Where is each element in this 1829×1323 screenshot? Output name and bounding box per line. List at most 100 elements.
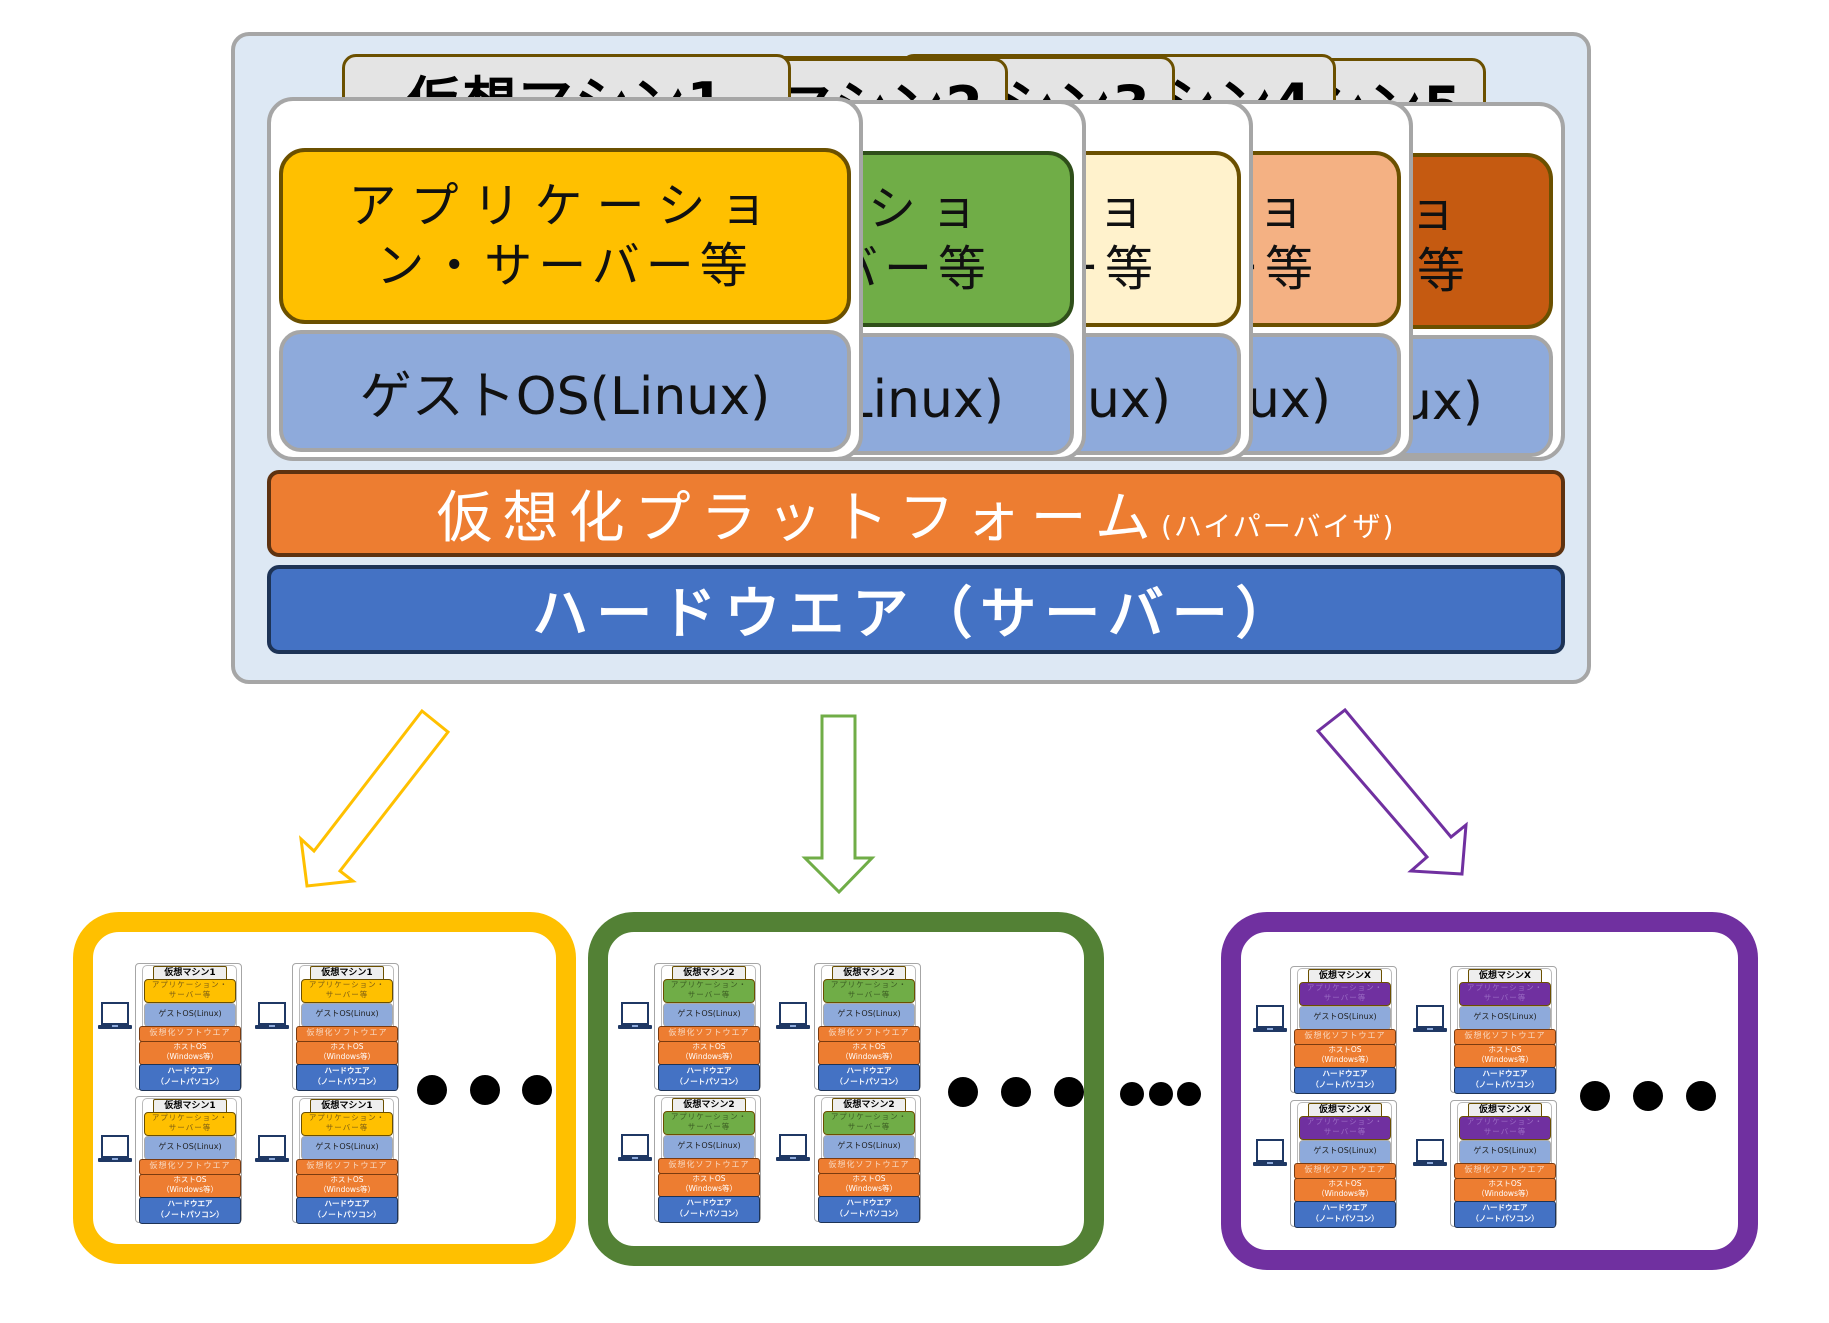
mini-app-line1: アプリケーション・ bbox=[830, 1112, 908, 1121]
arrow-green bbox=[801, 714, 876, 895]
mini-host-os: ホストOS（Windows等） bbox=[1294, 1178, 1396, 1202]
more-ellipsis-dot bbox=[522, 1075, 552, 1105]
mini-host-os: ホストOS（Windows等） bbox=[139, 1041, 241, 1065]
mini-app-layer: アプリケーション・サーバー等 bbox=[1459, 982, 1551, 1006]
mini-host-os: ホストOS（Windows等） bbox=[818, 1173, 920, 1197]
mini-virt-software: 仮想化ソフトウエア bbox=[1294, 1163, 1396, 1179]
mini-app-line2: サーバー等 bbox=[1323, 993, 1367, 1002]
hypervisor-sublabel: (ハイパーバイザ) bbox=[1160, 509, 1396, 543]
mini-app-line1: アプリケーション・ bbox=[308, 980, 386, 989]
vm-app-text-line2: ン・サーバー等 bbox=[376, 238, 754, 294]
hypervisor-label: 仮想化プラットフォーム bbox=[436, 486, 1161, 551]
vm-guest-os-layer: ゲストOS(Linux) bbox=[279, 330, 851, 452]
mini-host-os-line2: （Windows等） bbox=[681, 1184, 737, 1193]
ellipsis-dot bbox=[1177, 1082, 1201, 1106]
mini-hardware: ハードウエア（ノートパソコン） bbox=[296, 1064, 398, 1091]
mini-app-layer: アプリケーション・サーバー等 bbox=[663, 1111, 755, 1135]
mini-hardware-line1: ハードウエア bbox=[846, 1066, 892, 1075]
mini-host-os-line1: ホストOS bbox=[330, 1175, 364, 1184]
mini-vm-label: 仮想マシン2 bbox=[672, 966, 746, 981]
mini-host-os-line2: （Windows等） bbox=[681, 1052, 737, 1061]
mini-host-os-line1: ホストOS bbox=[173, 1042, 207, 1051]
mini-virt-software: 仮想化ソフトウエア bbox=[1294, 1029, 1396, 1045]
mini-app-layer: アプリケーション・サーバー等 bbox=[663, 979, 755, 1003]
laptop-icon bbox=[255, 1135, 289, 1162]
mini-app-line2: サーバー等 bbox=[687, 1122, 731, 1131]
more-ellipsis-dot bbox=[417, 1075, 447, 1105]
mini-virt-software: 仮想化ソフトウエア bbox=[139, 1026, 241, 1042]
laptop-icon bbox=[98, 1135, 132, 1162]
mini-host-os-line1: ホストOS bbox=[692, 1042, 726, 1051]
mini-virt-software: 仮想化ソフトウエア bbox=[818, 1026, 920, 1042]
mini-hardware-line2: （ノートパソコン） bbox=[313, 1077, 381, 1086]
more-ellipsis-dot bbox=[948, 1077, 978, 1107]
mini-hardware-line1: ハードウエア bbox=[686, 1066, 732, 1075]
mini-virt-software: 仮想化ソフトウエア bbox=[139, 1159, 241, 1175]
mini-hardware-line1: ハードウエア bbox=[167, 1199, 213, 1208]
mini-app-line2: サーバー等 bbox=[1483, 1127, 1527, 1136]
mini-host-os-line1: ホストOS bbox=[692, 1174, 726, 1183]
vm-application-layer: アプリケーション・サーバー等 bbox=[279, 148, 851, 324]
mini-hardware-line2: （ノートパソコン） bbox=[1471, 1080, 1539, 1089]
mini-app-line2: サーバー等 bbox=[325, 1123, 369, 1132]
mini-host-os: ホストOS（Windows等） bbox=[818, 1041, 920, 1065]
mini-hardware-line1: ハードウエア bbox=[1322, 1069, 1368, 1078]
mini-host-os-line2: （Windows等） bbox=[319, 1052, 375, 1061]
laptop-icon bbox=[1413, 1005, 1447, 1032]
arrow-yellow bbox=[298, 708, 451, 888]
mini-hardware-line1: ハードウエア bbox=[1322, 1203, 1368, 1212]
mini-hardware-line2: （ノートパソコン） bbox=[313, 1210, 381, 1219]
mini-host-os-line2: （Windows等） bbox=[1317, 1055, 1373, 1064]
mini-guest-os: ゲストOS(Linux) bbox=[663, 1003, 755, 1027]
ellipsis-dot bbox=[1120, 1082, 1144, 1106]
mini-hardware-line1: ハードウエア bbox=[324, 1199, 370, 1208]
mini-host-os-line1: ホストOS bbox=[1488, 1179, 1522, 1188]
mini-guest-os: ゲストOS(Linux) bbox=[301, 1136, 393, 1160]
mini-guest-os: ゲストOS(Linux) bbox=[1299, 1006, 1391, 1030]
more-ellipsis-dot bbox=[1580, 1081, 1610, 1111]
mini-hardware: ハードウエア （ノートパソコン） bbox=[1454, 1201, 1556, 1228]
mini-virt-software: 仮想化ソフトウエア bbox=[1454, 1163, 1556, 1179]
mini-hardware: ハードウエア（ノートパソコン） bbox=[139, 1197, 241, 1224]
mini-hardware: ハードウエア（ノートパソコン） bbox=[139, 1064, 241, 1091]
mini-app-line1: アプリケーション・ bbox=[670, 980, 748, 989]
mini-app-line1: アプリケーション・ bbox=[1306, 983, 1384, 992]
mini-host-os-line2: （Windows等） bbox=[162, 1052, 218, 1061]
mini-host-os-line2: （Windows等） bbox=[162, 1185, 218, 1194]
laptop-icon bbox=[618, 1002, 652, 1029]
mini-app-layer: アプリケーション・サーバー等 bbox=[144, 979, 236, 1003]
mini-hardware-line1: ハードウエア bbox=[1482, 1203, 1528, 1212]
mini-host-os-line2: （Windows等） bbox=[841, 1184, 897, 1193]
mini-hardware-line2: （ノートパソコン） bbox=[1311, 1080, 1379, 1089]
more-ellipsis-dot bbox=[1001, 1077, 1031, 1107]
mini-host-os-line2: （Windows等） bbox=[841, 1052, 897, 1061]
mini-app-line1: アプリケーション・ bbox=[308, 1113, 386, 1122]
hardware-layer: ハードウエア（サーバー） bbox=[267, 565, 1565, 654]
mini-app-layer: アプリケーション・サーバー等 bbox=[144, 1112, 236, 1136]
mini-app-line2: サーバー等 bbox=[847, 990, 891, 999]
mini-host-os-line2: （Windows等） bbox=[1317, 1189, 1373, 1198]
mini-app-line2: サーバー等 bbox=[1323, 1127, 1367, 1136]
mini-hardware: ハードウエア（ノートパソコン） bbox=[818, 1196, 920, 1223]
mini-host-os: ホストOS（Windows等） bbox=[658, 1173, 760, 1197]
mini-hardware-line2: （ノートパソコン） bbox=[1311, 1214, 1379, 1223]
mini-guest-os: ゲストOS(Linux) bbox=[144, 1003, 236, 1027]
mini-app-layer: アプリケーション・サーバー等 bbox=[301, 1112, 393, 1136]
mini-guest-os: ゲストOS(Linux) bbox=[301, 1003, 393, 1027]
laptop-icon bbox=[776, 1134, 810, 1161]
mini-app-line1: アプリケーション・ bbox=[151, 1113, 229, 1122]
mini-host-os-line1: ホストOS bbox=[852, 1174, 886, 1183]
mini-virt-software: 仮想化ソフトウエア bbox=[818, 1158, 920, 1174]
vm-app-text-line1: アプリケーショ bbox=[348, 178, 782, 234]
mini-host-os-line1: ホストOS bbox=[330, 1042, 364, 1051]
mini-hardware-line2: （ノートパソコン） bbox=[1471, 1214, 1539, 1223]
mini-guest-os: ゲストOS(Linux) bbox=[823, 1135, 915, 1159]
more-ellipsis-dot bbox=[470, 1075, 500, 1105]
mini-app-line1: アプリケーション・ bbox=[670, 1112, 748, 1121]
mini-virt-software: 仮想化ソフトウエア bbox=[658, 1158, 760, 1174]
mini-app-layer: アプリケーション・サーバー等 bbox=[823, 979, 915, 1003]
